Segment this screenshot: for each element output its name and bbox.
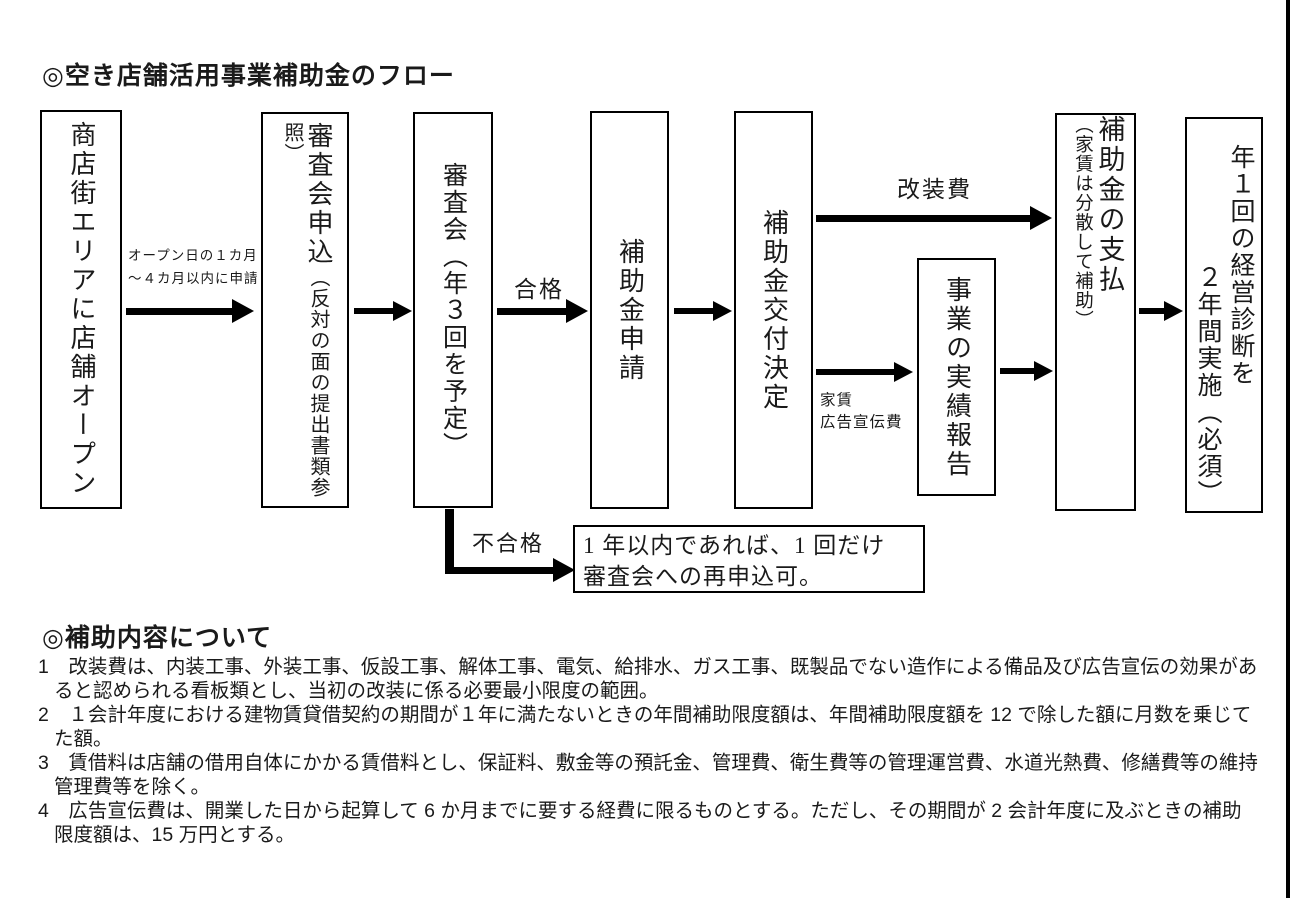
flow-box-review-committee: 審査会（年３回を予定）: [413, 112, 493, 508]
flow-box-subsidy-payment: 補助金の支払（家賃は分散して補助）: [1055, 113, 1136, 511]
label-fail: 不合格: [472, 531, 545, 556]
label-renovation-cost: 改装費: [897, 177, 972, 202]
note-item-3-line-1: 3 賃借料は店舗の借用自体にかかる賃借料とし、保証料、敷金等の預託金、管理費、衛…: [38, 752, 1258, 774]
note-item-2-line-2: た額。: [54, 728, 113, 750]
note-item-1-line-2: ると認められる看板類とし、当初の改装に係る必要最小限度の範囲。: [54, 680, 659, 702]
arrow-grant-to-report: [816, 361, 913, 383]
arrow-payment-to-diagnosis: [1139, 300, 1183, 322]
flow-box-subsidy-payment-label: 補助金の支払（家賃は分散して補助）: [1069, 115, 1125, 509]
label-rent-advertising: 家賃 広告宣伝費: [820, 390, 903, 434]
review-application-sub: （反対の面の提出書類参照）: [281, 122, 329, 498]
label-application-period: オープン日の１カ月 ～４カ月以内に申請: [128, 244, 259, 290]
flow-box-review-committee-label: 審査会（年３回を予定）: [439, 161, 467, 459]
flow-box-management-diagnosis: 年１回の経営診断を ２年間実施（必須）: [1185, 117, 1263, 513]
flow-box-performance-report: 事業の実績報告: [917, 258, 996, 496]
reapply-note-line2: 審査会への再申込可。: [583, 564, 823, 589]
flow-box-review-application: 審査会申込（反対の面の提出書類参照）: [261, 112, 349, 508]
page-title: ◎空き店舗活用事業補助金のフロー: [42, 62, 455, 90]
arrow-fail-to-reapply-note: [445, 558, 575, 582]
label-advertising: 広告宣伝費: [820, 414, 903, 431]
arrow-grant-to-payment-renovation: [816, 206, 1052, 230]
notes-heading: ◎補助内容について: [42, 624, 273, 652]
label-application-period-line1: オープン日の１カ月: [128, 248, 258, 263]
arrow-review-to-subsidy: [497, 299, 588, 323]
note-item-4-line-2: 限度額は、15 万円とする。: [54, 824, 296, 846]
label-rent: 家賃: [820, 392, 854, 409]
label-application-period-line2: ～４カ月以内に申請: [128, 271, 259, 286]
label-pass: 合格: [514, 277, 564, 302]
notes-list: 1 改装費は、内装工事、外装工事、仮設工事、解体工事、電気、給排水、ガス工事、既…: [38, 655, 1278, 847]
management-diagnosis-line2: ２年間実施（必須）: [1194, 264, 1221, 507]
flow-box-review-application-label: 審査会申込（反対の面の提出書類参照）: [279, 122, 333, 506]
arrow-application-to-review: [354, 300, 412, 322]
flow-box-subsidy-application: 補助金申請: [590, 111, 669, 509]
review-application-main: 審査会申込: [304, 122, 333, 267]
note-item-4-line-1: 4 広告宣伝費は、開業した日から起算して 6 か月までに要する経費に限るものとす…: [38, 800, 1242, 822]
arrow-subsidy-to-grant: [674, 300, 732, 322]
flow-box-store-open: 商店街エリアに店舗オープン: [40, 110, 122, 509]
flow-box-grant-decision-label: 補助金交付決定: [759, 208, 789, 412]
subsidy-payment-sub: （家賃は分散して補助）: [1072, 115, 1093, 330]
flow-box-store-open-label: 商店街エリアに店舗オープン: [67, 121, 96, 498]
subsidy-payment-main: 補助金の支払: [1094, 115, 1125, 295]
management-diagnosis-line1: 年１回の経営診断を: [1227, 144, 1254, 387]
page-border-right: [1286, 0, 1290, 898]
flow-box-grant-decision: 補助金交付決定: [734, 111, 813, 509]
flow-box-subsidy-application-label: 補助金申請: [615, 237, 645, 383]
reapply-note-line1: 1 年以内であれば、1 回だけ: [583, 533, 886, 558]
arrow-report-to-payment: [1000, 360, 1053, 382]
note-item-3-line-2: 管理費等を除く。: [54, 776, 211, 798]
note-item-2-line-1: 2 １会計年度における建物賃貸借契約の期間が１年に満たないときの年間補助限度額は…: [38, 704, 1252, 726]
arrow-fail-vertical-segment: [445, 509, 454, 570]
flow-box-performance-report-label: 事業の実績報告: [942, 275, 972, 479]
reapply-note-box: 1 年以内であれば、1 回だけ 審査会への再申込可。: [573, 525, 925, 593]
arrow-open-to-application: [126, 299, 254, 323]
note-item-1-line-1: 1 改装費は、内装工事、外装工事、仮設工事、解体工事、電気、給排水、ガス工事、既…: [38, 656, 1258, 678]
